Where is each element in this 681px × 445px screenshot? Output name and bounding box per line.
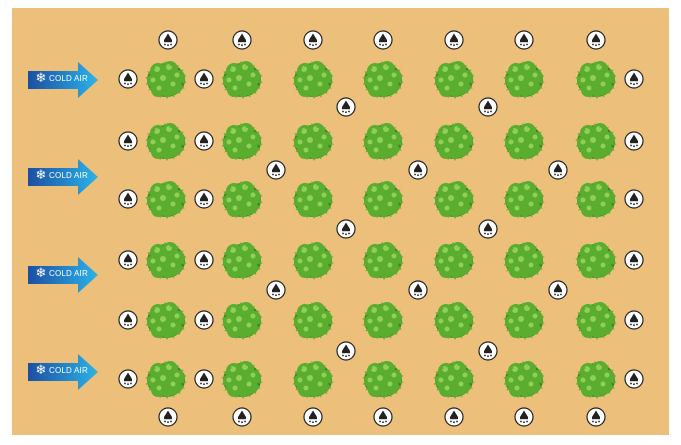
sprinkler-icon	[444, 30, 464, 50]
sprinkler-icon	[444, 407, 464, 427]
shrub-icon	[144, 359, 188, 399]
sprinkler-icon	[158, 30, 178, 50]
sprinkler-icon	[624, 369, 644, 389]
sprinkler-icon	[232, 30, 252, 50]
shrub-icon	[432, 179, 476, 219]
sprinkler-icon	[514, 407, 534, 427]
sprinkler-icon	[548, 280, 568, 300]
sprinkler-icon	[266, 280, 286, 300]
sprinkler-icon	[624, 189, 644, 209]
arrow-label: COLD AIR	[49, 267, 88, 281]
shrub-icon	[361, 179, 405, 219]
shrub-icon	[574, 121, 618, 161]
sprinkler-icon	[118, 69, 138, 89]
sprinkler-icon	[408, 280, 428, 300]
sprinkler-icon	[478, 341, 498, 361]
shrub-icon	[291, 121, 335, 161]
shrub-icon	[220, 179, 264, 219]
sprinkler-icon	[548, 160, 568, 180]
sprinkler-icon	[232, 407, 252, 427]
sprinkler-icon	[586, 30, 606, 50]
sprinkler-icon	[118, 131, 138, 151]
shrub-icon	[144, 300, 188, 340]
sprinkler-icon	[336, 97, 356, 117]
sprinkler-icon	[194, 69, 214, 89]
shrub-icon	[291, 300, 335, 340]
snowflake-icon: ❄	[34, 169, 48, 183]
sprinkler-icon	[624, 310, 644, 330]
sprinkler-icon	[586, 407, 606, 427]
shrub-icon	[502, 359, 546, 399]
shrub-icon	[502, 300, 546, 340]
snowflake-icon: ❄	[34, 364, 48, 378]
shrub-icon	[432, 359, 476, 399]
sprinkler-icon	[514, 30, 534, 50]
sprinkler-icon	[373, 407, 393, 427]
shrub-icon	[502, 121, 546, 161]
shrub-icon	[220, 121, 264, 161]
snowflake-icon: ❄	[34, 72, 48, 86]
shrub-icon	[291, 359, 335, 399]
shrub-icon	[220, 240, 264, 280]
sprinkler-icon	[194, 189, 214, 209]
snowflake-icon: ❄	[34, 267, 48, 281]
sprinkler-icon	[158, 407, 178, 427]
cold-air-arrow: ❄COLD AIR	[28, 157, 98, 197]
shrub-icon	[502, 179, 546, 219]
shrub-icon	[361, 359, 405, 399]
shrub-icon	[144, 59, 188, 99]
shrub-icon	[574, 59, 618, 99]
shrub-icon	[432, 240, 476, 280]
shrub-icon	[291, 179, 335, 219]
sprinkler-icon	[478, 97, 498, 117]
sprinkler-icon	[194, 250, 214, 270]
shrub-icon	[432, 121, 476, 161]
sprinkler-icon	[303, 407, 323, 427]
shrub-icon	[291, 59, 335, 99]
shrub-icon	[574, 300, 618, 340]
shrub-icon	[502, 240, 546, 280]
shrub-icon	[220, 300, 264, 340]
shrub-icon	[361, 121, 405, 161]
sprinkler-icon	[624, 131, 644, 151]
sprinkler-icon	[118, 369, 138, 389]
shrub-icon	[144, 121, 188, 161]
shrub-icon	[144, 240, 188, 280]
shrub-icon	[291, 240, 335, 280]
sprinkler-icon	[336, 219, 356, 239]
shrub-icon	[361, 300, 405, 340]
arrow-label: COLD AIR	[49, 169, 88, 183]
sprinkler-icon	[118, 250, 138, 270]
shrub-icon	[144, 179, 188, 219]
shrub-icon	[574, 179, 618, 219]
arrow-label: COLD AIR	[49, 72, 88, 86]
sprinkler-icon	[118, 189, 138, 209]
sprinkler-icon	[266, 160, 286, 180]
arrow-label: COLD AIR	[49, 364, 88, 378]
sprinkler-icon	[336, 341, 356, 361]
sprinkler-icon	[478, 219, 498, 239]
shrub-icon	[574, 240, 618, 280]
sprinkler-icon	[303, 30, 323, 50]
cold-air-arrow: ❄COLD AIR	[28, 352, 98, 392]
shrub-icon	[220, 359, 264, 399]
sprinkler-icon	[624, 69, 644, 89]
sprinkler-icon	[194, 369, 214, 389]
sprinkler-icon	[194, 131, 214, 151]
sprinkler-icon	[624, 250, 644, 270]
shrub-icon	[220, 59, 264, 99]
shrub-icon	[432, 59, 476, 99]
cold-air-arrow: ❄COLD AIR	[28, 255, 98, 295]
shrub-icon	[432, 300, 476, 340]
shrub-icon	[502, 59, 546, 99]
cold-air-arrow: ❄COLD AIR	[28, 60, 98, 100]
sprinkler-icon	[408, 160, 428, 180]
shrub-icon	[361, 240, 405, 280]
sprinkler-icon	[373, 30, 393, 50]
sprinkler-icon	[118, 310, 138, 330]
shrub-icon	[361, 59, 405, 99]
sprinkler-icon	[194, 310, 214, 330]
shrub-icon	[574, 359, 618, 399]
